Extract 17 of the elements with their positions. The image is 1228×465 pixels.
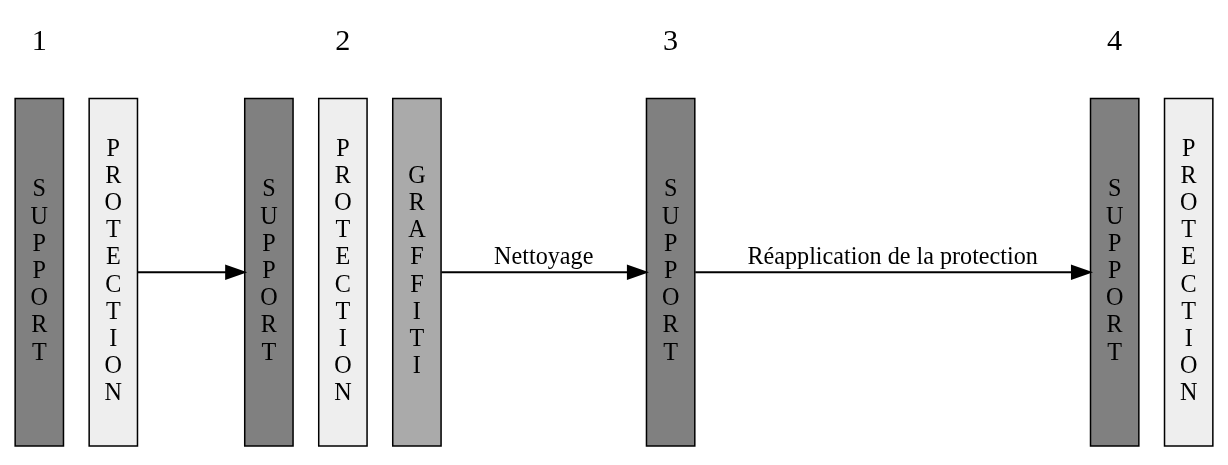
node-box: SUPPORT	[645, 97, 696, 447]
edge-label: Réapplication de la protection	[747, 241, 1038, 269]
arrow	[440, 264, 649, 280]
arrow	[136, 264, 248, 280]
node-box: PROTECTION	[317, 97, 368, 447]
label: 4	[1107, 22, 1123, 57]
node-box: PROTECTION	[88, 97, 139, 447]
label: 3	[663, 22, 679, 57]
edge-label: Nettoyage	[494, 241, 594, 269]
node-box: SUPPORT	[14, 97, 65, 447]
label: 2	[335, 22, 351, 57]
node-box: PROTECTION	[1163, 97, 1214, 447]
node-box: GRAFFITI	[391, 97, 442, 447]
node-box: SUPPORT	[1089, 97, 1140, 447]
arrow	[694, 264, 1094, 280]
label: 1	[31, 22, 47, 57]
node-box: SUPPORT	[243, 97, 294, 447]
